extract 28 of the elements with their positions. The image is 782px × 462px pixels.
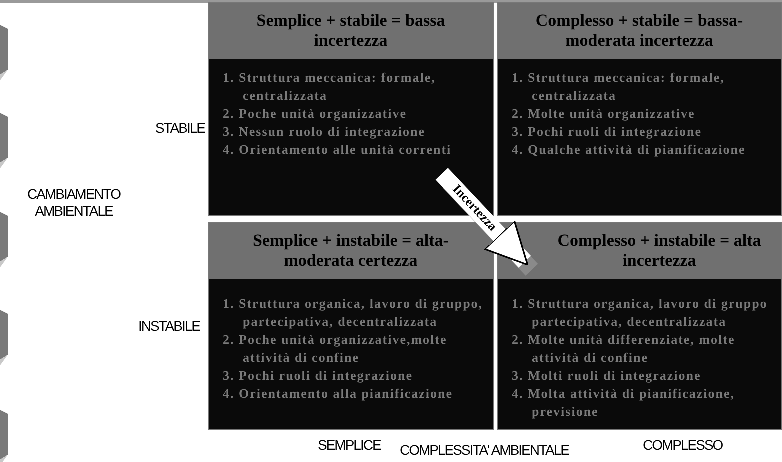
list-item: 4. Molta attività di pianificazione, previsione: [512, 385, 736, 421]
list-item: 4. Qualche attività di pianificazione: [512, 141, 747, 159]
list-item: 1. Struttura meccanica: formale, centralizzata: [223, 69, 437, 105]
list-item: 4. Orientamento alle unità correnti: [223, 141, 453, 159]
list-item: 3. Nessun ruolo di integrazione: [223, 123, 427, 141]
quadrant-title: Complesso + instabile = alta incertezza: [556, 231, 762, 271]
axis-label: COMPLESSO: [643, 437, 723, 454]
quadrant-box: [497, 222, 782, 430]
list-item: 3. Pochi ruoli di integrazione: [223, 367, 414, 385]
quadrant-title: Semplice + instabile = alta-moderata certezza: [252, 231, 450, 271]
list-item: 2. Poche unità organizzative: [223, 105, 408, 123]
list-item: 2. Poche unità organizzative,molte attività di confine: [223, 331, 448, 367]
list-item: 2. Molte unità organizzative: [512, 105, 696, 123]
axis-label: COMPLESSITA' AMBIENTALE: [400, 442, 569, 459]
axis-label: INSTABILE: [138, 318, 200, 335]
list-item: 3. Pochi ruoli di integrazione: [512, 123, 703, 141]
list-item: 1. Struttura organica, lavoro di gruppo partecipativa, decentralizzata: [512, 295, 769, 331]
axis-label: STABILE: [155, 120, 205, 137]
axis-label: SEMPLICE: [318, 437, 381, 454]
axis-label: CAMBIAMENTO AMBIENTALE: [26, 186, 122, 220]
list-item: 2. Molte unità differenziate, molte attività di confine: [512, 331, 736, 367]
list-item: 3. Molti ruoli di integrazione: [512, 367, 702, 385]
list-item: 1. Struttura organica, lavoro di gruppo, partecipativa, decentralizzata: [223, 295, 484, 331]
quadrant-title: Complesso + stabile = bassa-moderata incertezza: [534, 11, 744, 51]
list-item: 4. Orientamento alla pianificazione: [223, 385, 454, 403]
list-item: 1. Struttura meccanica: formale, centralizzata: [512, 69, 726, 105]
quadrant-title: Semplice + stabile = bassa incertezza: [256, 11, 446, 51]
quadrant-box: [497, 2, 782, 216]
